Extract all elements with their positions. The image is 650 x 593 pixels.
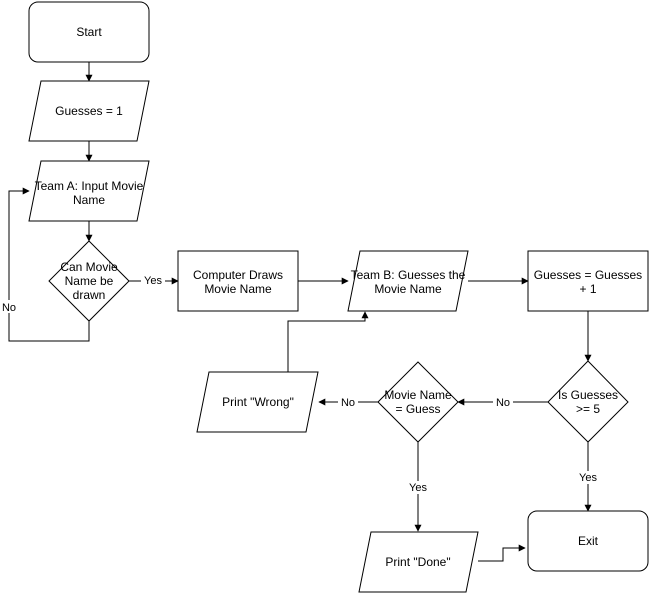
node-print-done[interactable]: Print "Done" — [358, 531, 479, 593]
node-can-draw-line-1: Can Movie — [60, 260, 118, 274]
node-movie-eq-line-2: = Guess — [395, 402, 440, 416]
node-guesses-init-label: Guesses = 1 — [55, 104, 123, 118]
node-team-a[interactable]: Team A: Input Movie Name — [28, 160, 150, 222]
node-computer-draws-line-2: Movie Name — [204, 282, 272, 296]
edge-label-yes-draw: Yes — [144, 275, 162, 287]
node-print-done-label: Print "Done" — [385, 555, 450, 569]
node-can-draw-line-2: Name be — [65, 274, 114, 288]
node-exit[interactable]: Exit — [527, 510, 649, 572]
node-can-draw-line-3: drawn — [73, 288, 106, 302]
node-movie-eq-decision[interactable]: Movie Name = Guess — [377, 361, 459, 443]
node-is-guesses-line-2: >= 5 — [576, 402, 600, 416]
node-start[interactable]: Start — [28, 1, 150, 63]
node-movie-eq-line-1: Movie Name — [384, 388, 452, 402]
node-exit-label: Exit — [578, 534, 599, 548]
node-computer-draws[interactable]: Computer Draws Movie Name — [177, 250, 299, 312]
node-team-b-line-1: Team B: Guesses the — [351, 268, 466, 282]
edge-label-no-guesses: No — [496, 397, 510, 409]
node-can-draw-decision[interactable]: Can Movie Name be drawn — [48, 240, 130, 322]
node-print-wrong-label: Print "Wrong" — [222, 395, 294, 409]
node-print-wrong[interactable]: Print "Wrong" — [196, 371, 319, 433]
node-increment-line-2: + 1 — [579, 282, 596, 296]
edge-label-no-movie: No — [341, 397, 355, 409]
edge-label-no-draw: No — [2, 302, 16, 314]
node-is-guesses-decision[interactable]: Is Guesses >= 5 — [547, 360, 629, 443]
edge-no-loop — [8, 187, 90, 342]
node-is-guesses-line-1: Is Guesses — [558, 388, 618, 402]
node-guesses-init[interactable]: Guesses = 1 — [28, 80, 150, 142]
node-increment[interactable]: Guesses = Guesses + 1 — [527, 250, 649, 312]
node-team-b-line-2: Movie Name — [374, 282, 442, 296]
edge-label-yes-guesses: Yes — [579, 472, 597, 484]
node-team-b[interactable]: Team B: Guesses the Movie Name — [347, 250, 469, 312]
edge-labels: Yes No No No Yes Yes — [0, 274, 600, 494]
node-increment-line-1: Guesses = Guesses — [534, 268, 642, 282]
node-team-a-line-2: Name — [73, 193, 105, 207]
edge-wrong-to-team-b — [287, 311, 369, 372]
node-start-label: Start — [76, 25, 102, 39]
edge-done-to-exit — [478, 544, 526, 562]
node-computer-draws-line-1: Computer Draws — [193, 268, 283, 282]
edge-label-yes-movie: Yes — [409, 482, 427, 494]
node-team-a-line-1: Team A: Input Movie — [35, 179, 144, 193]
